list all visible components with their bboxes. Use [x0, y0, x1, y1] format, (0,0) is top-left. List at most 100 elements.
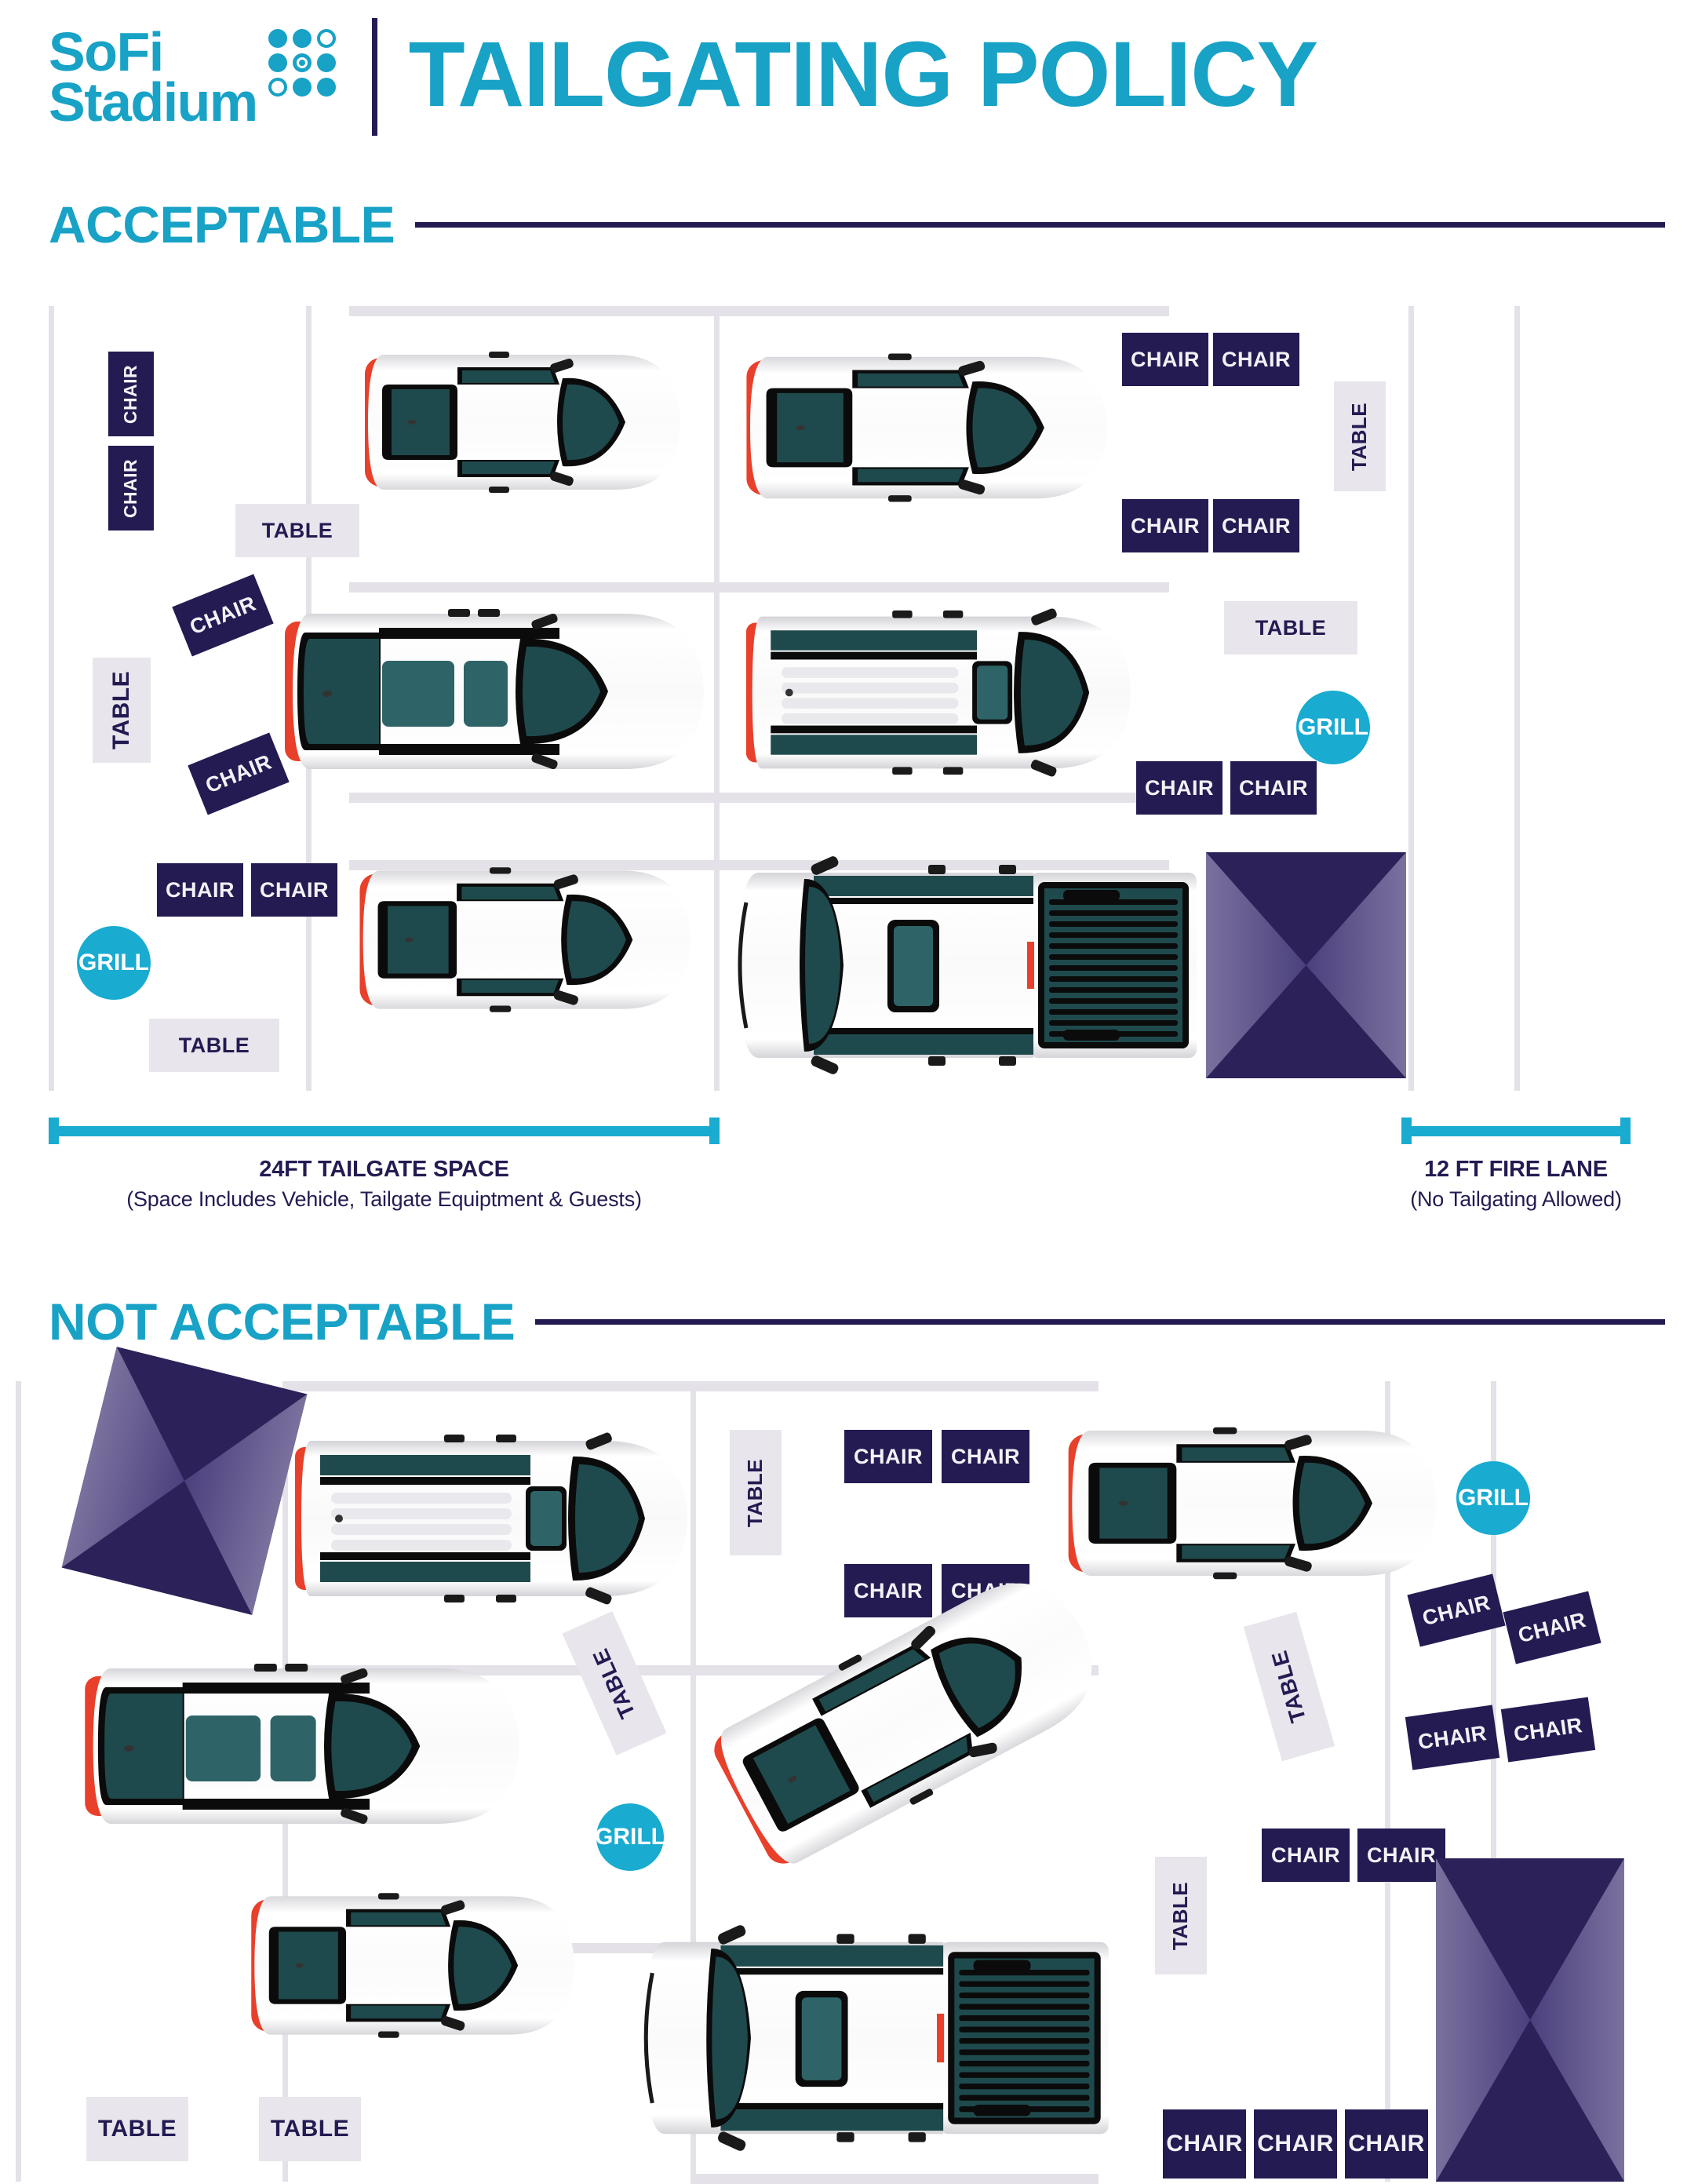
chair-marker: CHAIR: [157, 863, 243, 917]
grill-label: GRILL: [1298, 714, 1368, 740]
vehicle-wagon: [279, 601, 710, 782]
chair-marker: CHAIR: [1254, 2109, 1337, 2179]
chair-label: CHAIR: [120, 458, 141, 518]
vehicle-wagon: [78, 1656, 526, 1836]
table-label: TABLE: [1168, 1881, 1193, 1950]
logo-wordmark: SoFi Stadium: [49, 20, 258, 133]
chair-marker: CHAIR: [188, 732, 290, 815]
chair-label: CHAIR: [1419, 1590, 1493, 1630]
logo-dot-grid-icon: [268, 29, 336, 97]
measure-fire-lane: 12 FT FIRE LANE (No Tailgating Allowed): [1401, 1118, 1631, 1212]
measure-subtitle: (No Tailgating Allowed): [1410, 1187, 1622, 1211]
section-heading-acceptable: ACCEPTABLE: [49, 195, 1665, 254]
chair-marker: CHAIR: [1136, 761, 1222, 815]
vehicle-sedan: [692, 1544, 1128, 1888]
chair-label: CHAIR: [951, 1444, 1020, 1468]
chair-marker: CHAIR: [1122, 499, 1208, 552]
table-marker: TABLE: [259, 2097, 361, 2161]
parking-lot-line: [1491, 1381, 1496, 2182]
chair-marker: CHAIR: [1357, 1829, 1445, 1882]
vehicle-pickup: [726, 855, 1206, 1075]
chair-marker: CHAIR: [1500, 1697, 1596, 1763]
sofi-stadium-logo: SoFi Stadium: [49, 20, 336, 133]
section-heading-acceptable-label: ACCEPTABLE: [49, 195, 395, 253]
vehicle-sedan: [1059, 1419, 1444, 1588]
chair-label: CHAIR: [1131, 513, 1200, 538]
page-title: TAILGATING POLICY: [408, 23, 1319, 126]
chair-marker: CHAIR: [1163, 2109, 1246, 2179]
chair-label: CHAIR: [1222, 513, 1291, 538]
vehicle-sedan: [357, 344, 687, 501]
chair-label: CHAIR: [1131, 347, 1200, 371]
chair-marker: CHAIR: [1213, 499, 1299, 552]
parking-lot-line: [49, 306, 54, 1091]
chair-label: CHAIR: [1348, 2131, 1425, 2157]
chair-label: CHAIR: [120, 364, 141, 424]
logo-line-2: Stadium: [49, 71, 258, 133]
section-heading-not-acceptable: NOT ACCEPTABLE: [49, 1292, 1665, 1351]
chair-marker: CHAIR: [1262, 1829, 1350, 1882]
measure-label: 12 FT FIRE LANE (No Tailgating Allowed): [1401, 1157, 1631, 1212]
vehicle-van: [290, 1428, 690, 1609]
chair-marker: CHAIR: [251, 863, 337, 917]
parking-lot-line: [1514, 306, 1520, 1091]
section-heading-not-acceptable-label: NOT ACCEPTABLE: [49, 1293, 516, 1351]
vehicle-pickup: [632, 1924, 1118, 2152]
chair-label: CHAIR: [1257, 2131, 1334, 2157]
chair-marker: CHAIR: [1503, 1591, 1601, 1664]
chair-marker: CHAIR: [1230, 761, 1317, 815]
canopy-tent-marker: [61, 1347, 308, 1615]
table-label: TABLE: [261, 518, 333, 542]
measure-title: 12 FT FIRE LANE: [1424, 1157, 1608, 1182]
table-marker: TABLE: [86, 2097, 188, 2161]
chair-marker: CHAIR: [844, 1564, 932, 1617]
table-marker: TABLE: [93, 658, 151, 763]
parking-lot-line: [753, 793, 1169, 803]
table-label: TABLE: [108, 670, 135, 750]
parking-lot-line: [282, 1381, 690, 1391]
logo-line-1: SoFi: [49, 20, 164, 82]
chair-label: CHAIR: [1416, 1720, 1488, 1754]
parking-lot-line: [349, 860, 765, 870]
section-rule: [415, 221, 1665, 228]
chair-label: CHAIR: [1512, 1712, 1584, 1746]
chair-label: CHAIR: [260, 877, 329, 902]
chair-label: CHAIR: [166, 877, 235, 902]
acceptable-parking-diagram: CHAIR CHAIR CHAIR CHAIR CHAIR CHAIR CHAIR CHAIR…: [0, 306, 1698, 1107]
header-divider: [371, 18, 377, 136]
chair-marker: CHAIR: [108, 352, 154, 436]
measure-bar: [49, 1118, 720, 1144]
vehicle-sedan: [352, 859, 697, 1020]
table-label: TABLE: [588, 1645, 640, 1723]
table-marker: TABLE: [730, 1430, 782, 1555]
measure-tailgate-space: 24FT TAILGATE SPACE (Space Includes Vehi…: [49, 1118, 720, 1212]
parking-lot-line: [690, 1381, 1099, 1391]
grill-label: GRILL: [78, 950, 149, 975]
grill-marker: GRILL: [1296, 691, 1370, 764]
table-marker: TABLE: [235, 504, 359, 557]
grill-label: GRILL: [1458, 1485, 1529, 1511]
grill-label: GRILL: [595, 1824, 665, 1850]
parking-lot-line: [714, 306, 720, 1091]
chair-marker: CHAIR: [1122, 333, 1208, 386]
measure-bar: [1401, 1118, 1631, 1144]
parking-lot-line: [690, 2174, 1099, 2184]
parking-lot-line: [1385, 1381, 1390, 2182]
vehicle-sedan: [738, 345, 1114, 510]
parking-lot-line: [349, 793, 765, 803]
chair-label: CHAIR: [1367, 1843, 1436, 1867]
parking-lot-line: [349, 306, 765, 316]
canopy-tent-marker: [1206, 852, 1406, 1078]
table-label: TABLE: [178, 1033, 250, 1057]
parking-lot-line: [349, 582, 765, 592]
table-label: TABLE: [1347, 402, 1372, 471]
table-label: TABLE: [743, 1458, 767, 1527]
chair-marker: CHAIR: [1345, 2109, 1428, 2179]
measure-label: 24FT TAILGATE SPACE (Space Includes Vehi…: [49, 1157, 720, 1212]
chair-label: CHAIR: [854, 1578, 923, 1602]
chair-marker: CHAIR: [172, 574, 274, 657]
chair-label: CHAIR: [1145, 775, 1214, 800]
parking-lot-line: [753, 306, 1169, 316]
